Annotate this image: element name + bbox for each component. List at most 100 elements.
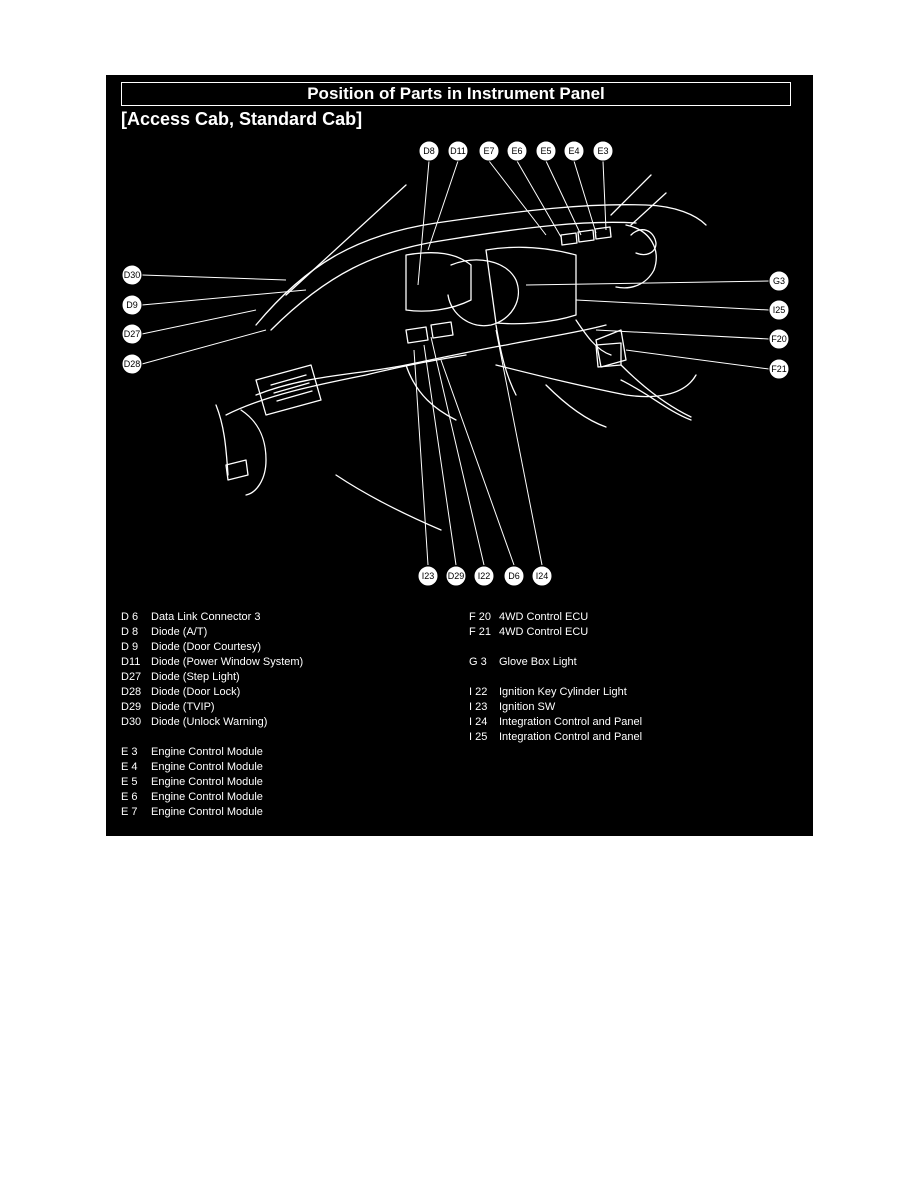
leader-f21 (625, 349, 770, 370)
leader-i22 (430, 336, 485, 566)
legend-code: D27 (121, 671, 142, 683)
callout-circle-i24 (531, 565, 553, 587)
leader-d8 (417, 160, 430, 286)
legend-code: I 24 (469, 716, 488, 728)
legend-item: I 24 Integration Control and Panel (469, 715, 642, 730)
callout-label-i25: I25 (773, 305, 786, 315)
harness-branch-3 (575, 319, 612, 356)
lower-right-line (620, 364, 692, 418)
callout-label-e7: E7 (483, 146, 494, 156)
legend-name: Engine Control Module (151, 761, 263, 773)
cluster-outline (405, 252, 472, 312)
floor-line-1 (335, 474, 442, 531)
legend-item: F 20 4WD Control ECU (469, 610, 588, 625)
legend-name: 4WD Control ECU (499, 611, 589, 623)
leader-d30 (141, 274, 287, 281)
callout-label-d8: D8 (423, 146, 435, 156)
legend-item: I 23 Ignition SW (469, 700, 555, 715)
right-bracket (595, 329, 627, 368)
leader-e3 (602, 160, 607, 231)
leader-d11 (427, 160, 459, 251)
callout-circle-d9 (121, 294, 143, 316)
legend-code: E 4 (121, 761, 138, 773)
callout-label-e5: E5 (540, 146, 551, 156)
leader-e5 (545, 160, 582, 236)
callout-label-g3: G3 (773, 276, 785, 286)
callout-label-d6: D6 (508, 571, 520, 581)
legend-code: E 6 (121, 791, 138, 803)
leader-d9 (141, 289, 307, 306)
diagram-panel: Position of Parts in Instrument Panel [A… (106, 75, 813, 836)
legend-name: Integration Control and Panel (499, 731, 643, 743)
legend-item: D28 Diode (Door Lock) (121, 685, 240, 700)
leader-i23 (413, 349, 429, 566)
legend-item: D 6 Data Link Connector 3 (121, 610, 260, 625)
legend-code: E 3 (121, 746, 138, 758)
legend-name: Diode (Door Courtesy) (151, 641, 262, 653)
legend-item: D27 Diode (Step Light) (121, 670, 240, 685)
callout-label-d27: D27 (124, 329, 141, 339)
top-connector-row (560, 226, 612, 246)
legend-code: G 3 (469, 656, 487, 668)
callout-label-d11: D11 (450, 146, 466, 156)
legend-name: Integration Control and Panel (499, 716, 643, 728)
floor-line-2 (620, 379, 692, 421)
glovebox-curve (615, 224, 657, 289)
legend-name: Diode (Door Lock) (151, 686, 241, 698)
legend-code: I 22 (469, 686, 488, 698)
callout-circle-e4 (563, 140, 585, 162)
callout-circle-f21 (768, 358, 790, 380)
legend-name: Data Link Connector 3 (151, 611, 261, 623)
callout-circle-d11 (447, 140, 469, 162)
leader-e6 (516, 160, 562, 238)
legend-name: Ignition SW (499, 701, 556, 713)
legend-name: Engine Control Module (151, 791, 263, 803)
left-connector (225, 459, 249, 481)
callout-label-d9: D9 (126, 300, 138, 310)
harness-branch-1 (405, 364, 457, 421)
callout-circle-e5 (535, 140, 557, 162)
callout-circle-e6 (506, 140, 528, 162)
center-connectors (405, 321, 454, 344)
callout-label-f20: F20 (771, 334, 787, 344)
dashboard-upper-line (270, 221, 637, 331)
legend-code: D30 (121, 716, 142, 728)
callout-circle-d8 (418, 140, 440, 162)
leader-g3 (525, 280, 770, 286)
legend-code: D 8 (121, 626, 139, 638)
legend-item: E 4 Engine Control Module (121, 760, 263, 775)
callout-label-i22: I22 (478, 571, 491, 581)
callout-label-e4: E4 (568, 146, 579, 156)
leader-i25 (575, 299, 770, 311)
leader-e4 (573, 160, 597, 234)
callout-label-d28: D28 (124, 359, 141, 369)
callout-label-i24: I24 (536, 571, 549, 581)
legend-name: Diode (Step Light) (151, 671, 240, 683)
callout-label-i23: I23 (422, 571, 435, 581)
legend-code: F 21 (469, 626, 492, 638)
legend-code: D28 (121, 686, 142, 698)
legend-name: Glove Box Light (499, 656, 577, 668)
left-kick-panel (215, 404, 229, 476)
callout-circle-g3 (768, 270, 790, 292)
legend-code: F 20 (469, 611, 492, 623)
legend-code: D 6 (121, 611, 139, 623)
legend-code: D11 (121, 656, 141, 668)
legend-code: I 23 (469, 701, 488, 713)
callout-label-e3: E3 (597, 146, 608, 156)
legend-name: Engine Control Module (151, 746, 263, 758)
callout-circle-d27 (121, 323, 143, 345)
leader-d27 (141, 309, 257, 335)
fuse-detail (270, 374, 313, 402)
callout-circle-d28 (121, 353, 143, 375)
center-stack (485, 246, 577, 325)
